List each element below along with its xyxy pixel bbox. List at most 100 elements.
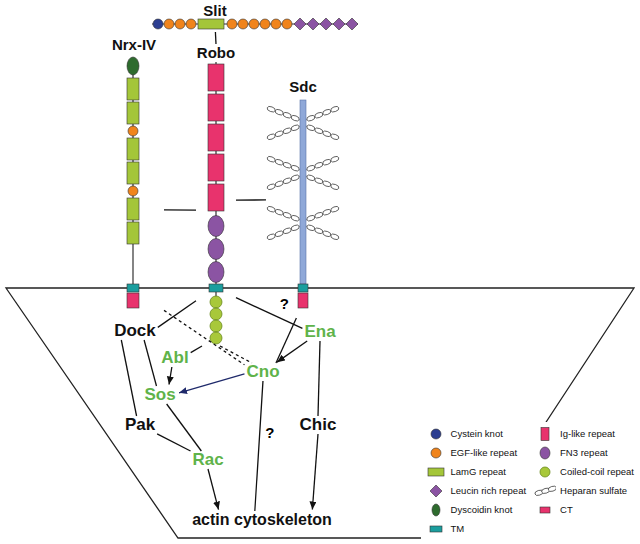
coiled-coil-repeat — [210, 296, 222, 308]
link-line — [236, 298, 302, 329]
activation-arrow — [169, 367, 172, 385]
legend-swatch — [425, 446, 447, 460]
heparan-sulfate-unit — [314, 127, 324, 134]
heparan-sulfate-unit — [274, 130, 284, 137]
ig-repeat — [208, 184, 224, 211]
egf-repeat — [128, 126, 138, 136]
cystein-knot — [153, 19, 163, 29]
pathway-component: Abl — [159, 349, 190, 367]
heparan-sulfate-unit — [330, 155, 340, 162]
heparan-sulfate-unit — [282, 177, 292, 184]
legend-sample — [540, 507, 550, 513]
component-name: Chic — [298, 416, 339, 434]
protein-node: Sdc — [266, 78, 342, 318]
legend-entry: TM — [425, 519, 527, 538]
lamg-repeat — [198, 19, 224, 29]
egf-repeat — [282, 19, 292, 29]
heparan-sulfate-unit — [290, 114, 300, 121]
legend-text: CT — [560, 504, 573, 515]
legend-entry: Coiled-coil repeat — [534, 462, 634, 481]
heparan-sulfate-unit — [274, 108, 284, 115]
heparan-sulfate-unit — [330, 183, 340, 190]
heparan-sulfate-unit — [314, 177, 324, 184]
link-line — [191, 346, 202, 353]
link-line — [167, 404, 202, 451]
protein-name: Slit — [203, 2, 226, 20]
heparan-sulfate-unit — [282, 127, 292, 134]
protein-node: Robo — [196, 44, 236, 346]
heparan-sulfate-unit — [266, 183, 276, 190]
link-line — [255, 381, 263, 511]
legend-entry: LamG repeat — [425, 462, 527, 481]
coiled-coil-repeat — [210, 332, 222, 344]
link-line — [158, 301, 196, 328]
heparan-sulfate-unit — [330, 205, 340, 212]
heparan-sulfate-unit — [266, 133, 276, 140]
heparan-sulfate-unit — [306, 214, 316, 221]
legend-text: Cystein knot — [451, 428, 503, 439]
pathway-component: Cno — [244, 363, 281, 381]
heparan-sulfate-unit — [322, 180, 332, 187]
heparan-sulfate-unit — [314, 111, 324, 118]
ct-domain — [298, 293, 308, 308]
legend-sample — [430, 485, 442, 497]
link-line — [215, 32, 217, 44]
egf-repeat — [128, 186, 138, 196]
legend-swatch — [425, 503, 447, 517]
egf-repeat — [249, 19, 259, 29]
legend-text: Leucin rich repeat — [451, 485, 527, 496]
tm-domain — [127, 284, 139, 292]
component-name: actin cytoskeleton — [190, 511, 334, 529]
lamg-repeat — [127, 198, 139, 220]
dotted-link — [220, 346, 252, 363]
component-name: Sos — [142, 386, 177, 404]
legend-swatch — [534, 503, 556, 517]
legend-sample — [540, 447, 550, 459]
heparan-sulfate-unit — [282, 161, 292, 168]
heparan-sulfate-unit — [322, 158, 332, 165]
heparan-sulfate-unit — [282, 111, 292, 118]
legend-swatch — [425, 427, 447, 441]
legend-swatch — [425, 484, 447, 498]
component-name: Abl — [159, 349, 190, 367]
protein-node: Slit — [148, 2, 362, 32]
protein-name: Nrx-IV — [112, 36, 156, 54]
legend-swatch — [534, 484, 556, 498]
dyscoidin-knot — [127, 57, 139, 75]
heparan-sulfate-unit — [274, 208, 284, 215]
heparan-sulfate-unit — [306, 164, 316, 171]
link-line — [157, 434, 190, 451]
lamg-repeat — [127, 78, 139, 100]
legend-entry: CT — [534, 500, 634, 519]
legend-swatch — [534, 465, 556, 479]
ig-repeat — [208, 154, 224, 181]
link-line — [144, 340, 156, 386]
legend-text: Coiled-coil repeat — [560, 466, 634, 477]
pathway-component: Pak — [123, 416, 157, 434]
activation-arrow — [179, 374, 244, 393]
legend-sample — [432, 504, 440, 516]
protein-name: Sdc — [289, 78, 317, 96]
pathway-component: Rac — [190, 451, 225, 469]
ig-repeat — [208, 94, 224, 121]
heparan-sulfate-unit — [330, 105, 340, 112]
link-line — [121, 340, 136, 416]
legend-sample — [428, 468, 444, 476]
heparan-sulfate-unit — [266, 105, 276, 112]
lamg-repeat — [127, 138, 139, 160]
legend-sample — [431, 448, 441, 458]
component-name: Rac — [190, 451, 225, 469]
lamg-repeat — [127, 102, 139, 124]
legend-swatch — [425, 522, 447, 536]
heparan-sulfate-unit — [314, 211, 324, 218]
heparan-sulfate-unit — [322, 108, 332, 115]
legend-entry: Cystein knot — [425, 424, 527, 443]
lamg-repeat — [127, 162, 139, 184]
heparan-sulfate-unit — [290, 224, 300, 231]
pathway-component: Chic — [298, 416, 339, 434]
legend-swatch — [425, 465, 447, 479]
coiled-coil-repeat — [210, 320, 222, 332]
link-line — [236, 199, 266, 201]
heparan-sulfate-unit — [314, 161, 324, 168]
heparan-sulfate-unit — [306, 174, 316, 181]
